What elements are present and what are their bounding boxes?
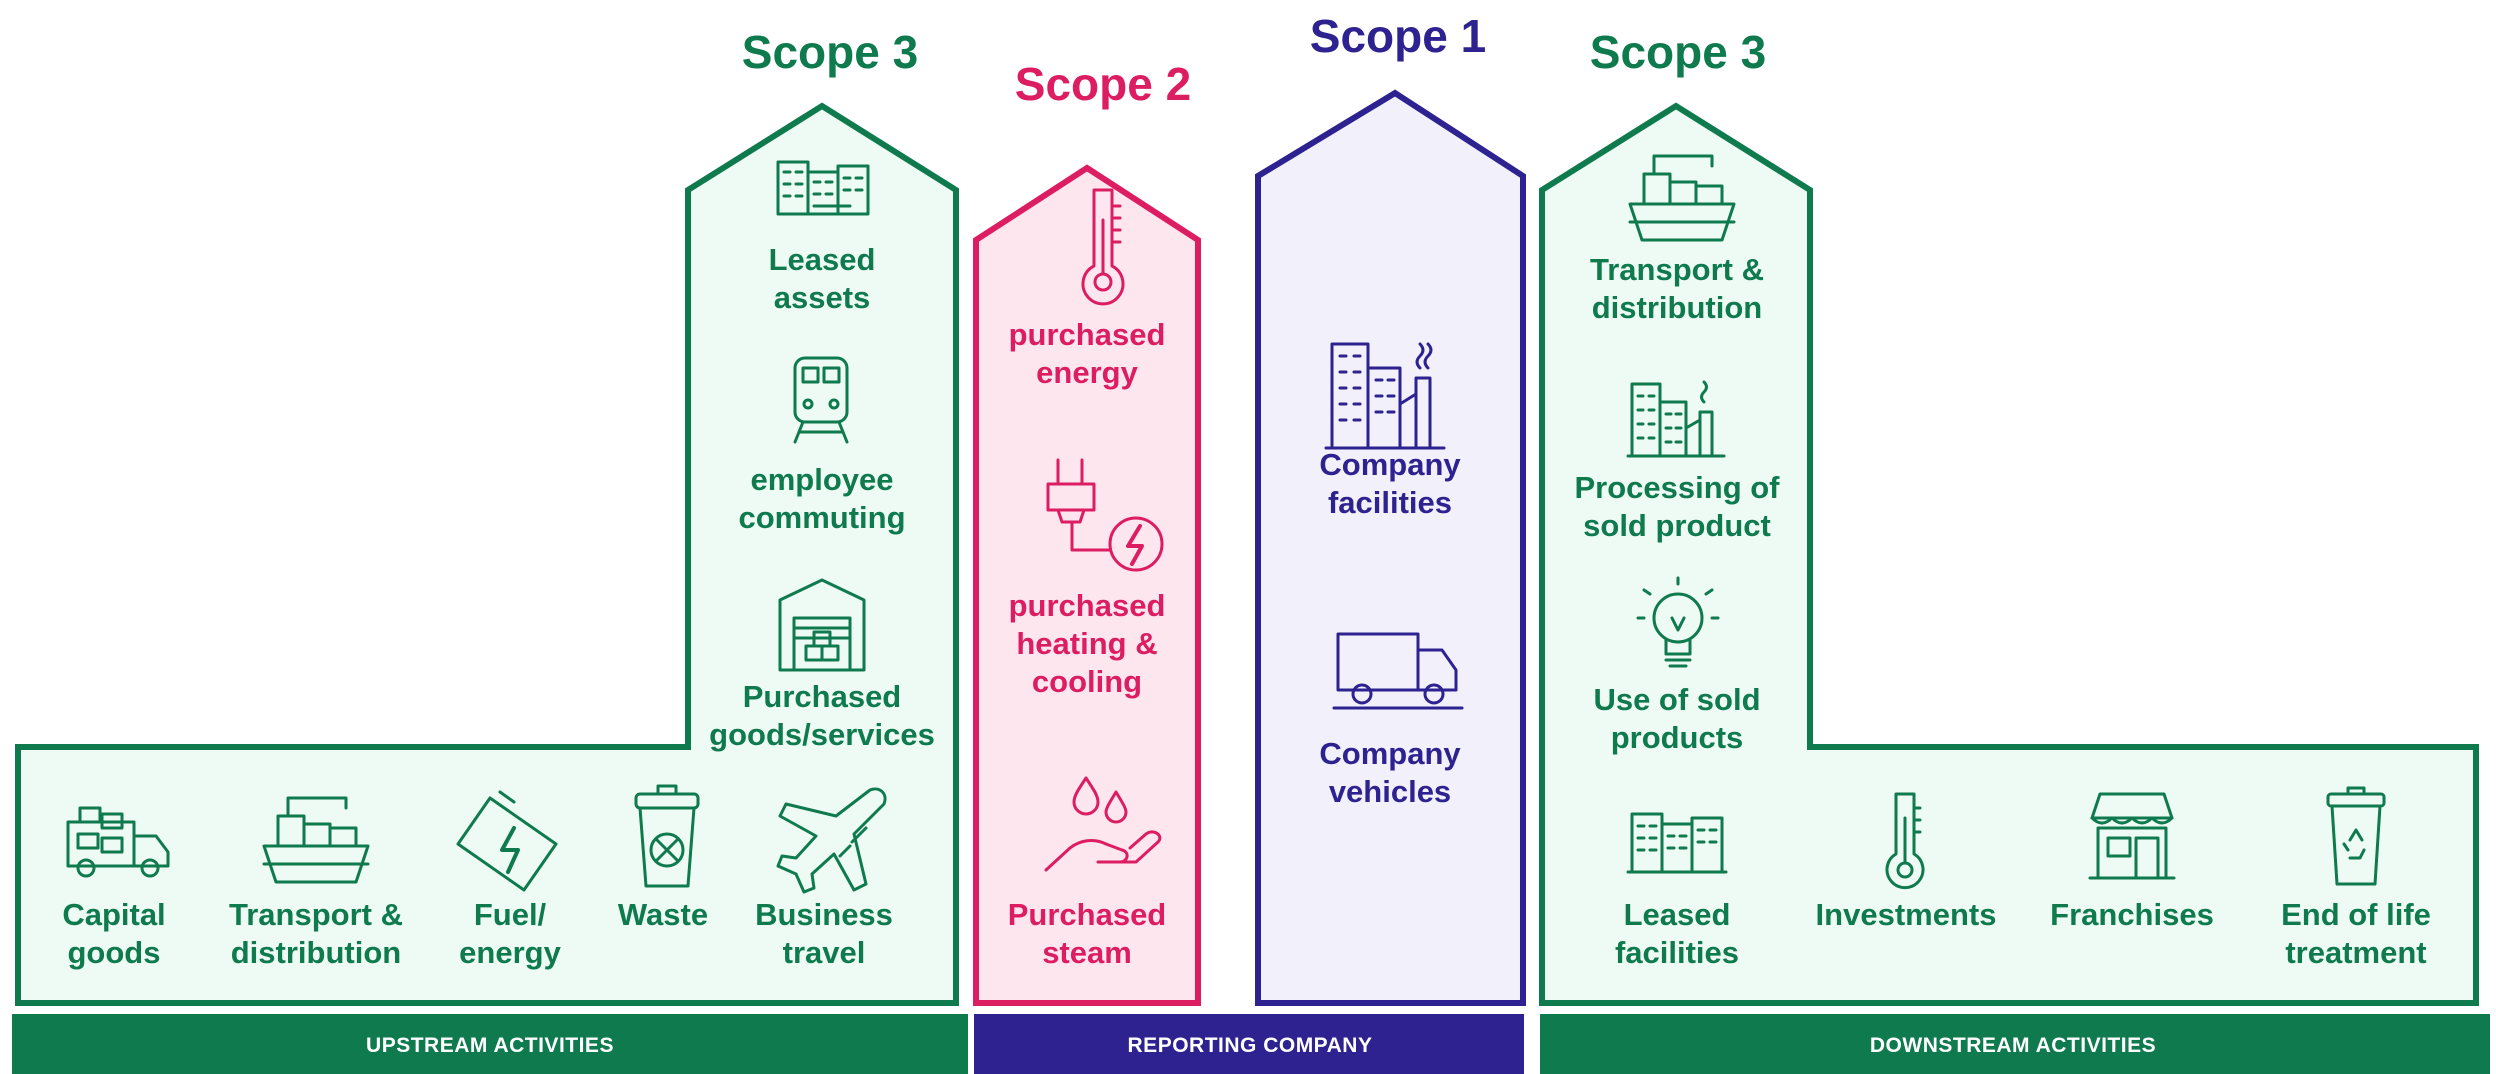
item-label-downstream-transport: Transport &distribution: [1590, 252, 1764, 325]
light-bulb-icon: [1636, 576, 1720, 668]
warehouse-icon: [778, 578, 866, 672]
item-label-waste: Waste: [618, 897, 708, 932]
upstream-shape: [15, 102, 959, 1006]
storefront-icon: [2088, 792, 2176, 880]
upstream-scope-title: Scope 3: [742, 26, 918, 78]
downstream-activities-label: DOWNSTREAM ACTIVITIES: [1870, 1034, 2156, 1057]
downstream-scope-title: Scope 3: [1590, 26, 1766, 78]
scope1-title: Scope 1: [1310, 10, 1486, 62]
item-label-investments: Investments: [1816, 897, 1997, 932]
item-label-franchises: Franchises: [2050, 897, 2214, 932]
factory-icon: [1324, 342, 1446, 450]
reporting-company-label: REPORTING COMPANY: [1128, 1034, 1373, 1057]
scope2-shape: [973, 164, 1201, 1006]
thermometer-icon: [1081, 188, 1125, 306]
reporting-company-bar: [974, 1014, 1524, 1074]
leased-assets-building-icon: [776, 160, 870, 216]
recycle-bin-icon: [2326, 786, 2386, 886]
hand-drops-icon: [1044, 776, 1162, 872]
scope1-shape: [1255, 89, 1526, 1006]
upstream-activities-bar: [12, 1014, 968, 1074]
airplane-icon: [776, 787, 887, 894]
cargo-ship-icon: [1628, 154, 1736, 242]
leased-building-icon: [1626, 812, 1728, 874]
train-icon: [793, 356, 849, 444]
battery-icon: [456, 790, 558, 892]
plug-icon: [1046, 458, 1164, 572]
downstream-activities-bar: [1540, 1014, 2490, 1074]
downstream-shape: [1539, 102, 2479, 1006]
delivery-truck-icon: [1332, 632, 1464, 710]
truck-boxes-icon: [66, 806, 170, 878]
cargo-ship-icon: [262, 796, 370, 884]
thermometer-icon: [1885, 792, 1925, 890]
trash-bin-icon: [634, 784, 700, 888]
item-label-fuel-energy: Fuel/energy: [459, 897, 561, 970]
item-label-upstream-transport: Transport &distribution: [229, 897, 403, 970]
factory-icon: [1626, 380, 1726, 458]
upstream-activities-label: UPSTREAM ACTIVITIES: [366, 1034, 614, 1057]
scope2-title: Scope 2: [1015, 58, 1191, 110]
